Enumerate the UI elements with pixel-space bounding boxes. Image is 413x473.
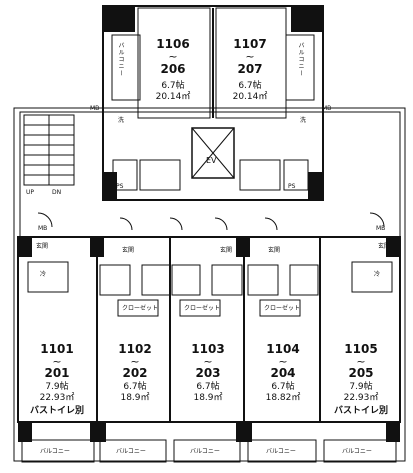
unit-1104-number: 1104 xyxy=(266,342,300,356)
balcony-label-1107: バルコニー xyxy=(297,42,304,77)
unit-1106-area: 20.14㎡ xyxy=(155,92,191,102)
unit-1105-lower-number: 205 xyxy=(348,366,374,380)
unit-1105-tilde: ~ xyxy=(356,355,366,368)
unit-1104-tilde: ~ xyxy=(278,355,288,368)
meter-box-label-left: MB xyxy=(38,225,48,232)
unit-1101-tilde: ~ xyxy=(52,355,62,368)
unit-1106-tilde: ~ xyxy=(168,50,178,63)
unit-1101-lower-number: 201 xyxy=(44,366,70,380)
unit-1101-tatami: 7.9帖 xyxy=(45,382,69,392)
balcony-label-1106: バルコニー xyxy=(117,42,124,77)
unit-1106-number: 1106 xyxy=(156,37,190,51)
unit-1106-tatami: 6.7帖 xyxy=(161,81,185,91)
balcony-label-1103: バルコニー xyxy=(190,448,220,455)
unit-1107-lower-number: 207 xyxy=(237,62,263,76)
unit-1106-lower-number: 206 xyxy=(160,62,186,76)
entrance-label-1102: 玄関 xyxy=(122,247,135,254)
unit-1107-area: 20.14㎡ xyxy=(232,92,268,102)
elevator-label: EV xyxy=(206,156,217,165)
balcony-label-1104: バルコニー xyxy=(266,448,296,455)
unit-1101-number: 1101 xyxy=(40,342,74,356)
pipe-space-label-right: PS xyxy=(288,183,296,190)
unit-1105-area: 22.93㎡ xyxy=(343,393,379,403)
unit-1101-area: 22.93㎡ xyxy=(39,393,75,403)
unit-1107-number: 1107 xyxy=(233,37,267,51)
unit-1104-lower-number: 204 xyxy=(270,366,296,380)
unit-1102-tatami: 6.7帖 xyxy=(123,382,147,392)
unit-1105-note: バストイレ別 xyxy=(333,406,388,416)
unit-1103-tilde: ~ xyxy=(203,355,213,368)
unit-1107-tilde: ~ xyxy=(245,50,255,63)
entrance-label-1105: 玄関 xyxy=(378,243,391,250)
unit-1102-area: 18.9㎡ xyxy=(120,393,150,403)
entrance-label-1103: 玄関 xyxy=(220,247,233,254)
meter-box-label-upper-right: MB xyxy=(322,105,332,112)
balcony-label-1101: バルコニー xyxy=(40,448,70,455)
unit-1104-area: 18.82㎡ xyxy=(265,393,301,403)
unit-1102-lower-number: 202 xyxy=(122,366,148,380)
unit-1105-tatami: 7.9帖 xyxy=(349,382,373,392)
unit-1105-number: 1105 xyxy=(344,342,378,356)
unit-1103-number: 1103 xyxy=(191,342,225,356)
unit-1103-tatami: 6.7帖 xyxy=(196,382,220,392)
unit-1102-tilde: ~ xyxy=(130,355,140,368)
unit-1104-tatami: 6.7帖 xyxy=(271,382,295,392)
unit-1103-lower-number: 203 xyxy=(195,366,221,380)
fridge-label-1101: 冷 xyxy=(40,271,47,278)
unit-1102-number: 1102 xyxy=(118,342,152,356)
closet-label-1104: クローゼット xyxy=(264,305,301,312)
laundry-label-1106: 洗 xyxy=(118,117,125,124)
closet-label-1102: クローゼット xyxy=(122,305,159,312)
closet-label-1103: クローゼット xyxy=(184,305,221,312)
stair-up-label: UP xyxy=(26,189,35,196)
laundry-label-1107: 洗 xyxy=(300,117,307,124)
meter-box-label-upper-left: MB xyxy=(90,105,100,112)
stair-down-label: DN xyxy=(52,189,62,196)
meter-box-label-right: MB xyxy=(376,225,386,232)
entrance-label-1101: 玄関 xyxy=(36,243,49,250)
unit-1101-note: バストイレ別 xyxy=(29,406,84,416)
balcony-label-1105: バルコニー xyxy=(342,448,372,455)
entrance-label-1104: 玄関 xyxy=(268,247,281,254)
balcony-label-1102: バルコニー xyxy=(116,448,146,455)
unit-1107-tatami: 6.7帖 xyxy=(238,81,262,91)
pipe-space-label-left: PS xyxy=(116,183,124,190)
unit-1103-area: 18.9㎡ xyxy=(193,393,223,403)
fridge-label-1105: 冷 xyxy=(374,271,381,278)
